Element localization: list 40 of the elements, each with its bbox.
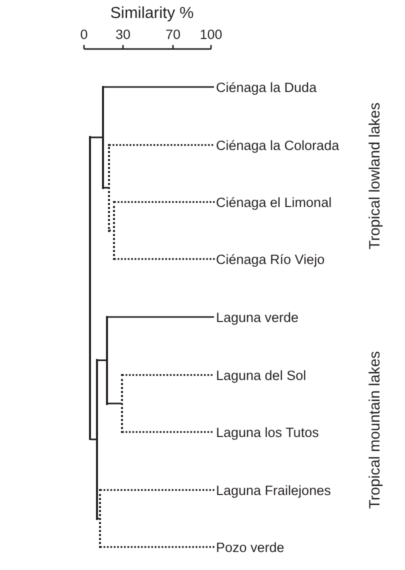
branch-line xyxy=(108,402,121,404)
branch-line xyxy=(122,431,215,433)
branch-line xyxy=(114,201,215,203)
group-label: Tropical mountain lakes xyxy=(366,351,384,509)
leaf-label: Laguna verde xyxy=(216,310,299,324)
branch-line xyxy=(109,230,114,232)
junction-line xyxy=(113,201,115,260)
tick-label: 100 xyxy=(200,27,222,43)
leaf-label: Ciénaga la Colorada xyxy=(216,138,340,152)
tick-label: 30 xyxy=(115,27,131,43)
branch-line xyxy=(91,438,96,440)
branch-line xyxy=(104,186,108,189)
branch-line xyxy=(100,489,215,491)
leaf-label: Laguna del Sol xyxy=(216,368,306,382)
branch-line xyxy=(109,144,215,146)
branch-line xyxy=(104,86,214,88)
branch-line xyxy=(108,316,214,318)
junction-line xyxy=(102,86,104,189)
branch-line xyxy=(98,359,106,362)
junction-line xyxy=(108,144,110,232)
branch-line xyxy=(100,546,215,548)
branch-line xyxy=(114,258,215,260)
leaf-label: Laguna los Tutos xyxy=(216,424,319,440)
junction-line xyxy=(121,374,123,433)
tick-label: 0 xyxy=(80,27,88,43)
axis-title: Similarity % xyxy=(110,4,194,24)
leaf-label: Laguna Frailejones xyxy=(216,482,331,498)
junction-line xyxy=(106,316,108,404)
leaf-label: Ciénaga el Limonal xyxy=(216,194,332,210)
tick-label: 70 xyxy=(165,27,181,43)
junction-line xyxy=(99,489,101,548)
leaf-label: Ciénaga la Duda xyxy=(216,80,317,94)
branch-line xyxy=(122,374,215,376)
group-label: Tropical lowland lakes xyxy=(366,102,384,250)
branch-line xyxy=(98,518,99,520)
branch-line xyxy=(91,136,102,138)
junction-line xyxy=(89,136,91,440)
leaf-label: Ciénaga Río Viejo xyxy=(216,252,325,266)
junction-line xyxy=(96,359,98,520)
leaf-label: Pozo verde xyxy=(216,540,284,554)
